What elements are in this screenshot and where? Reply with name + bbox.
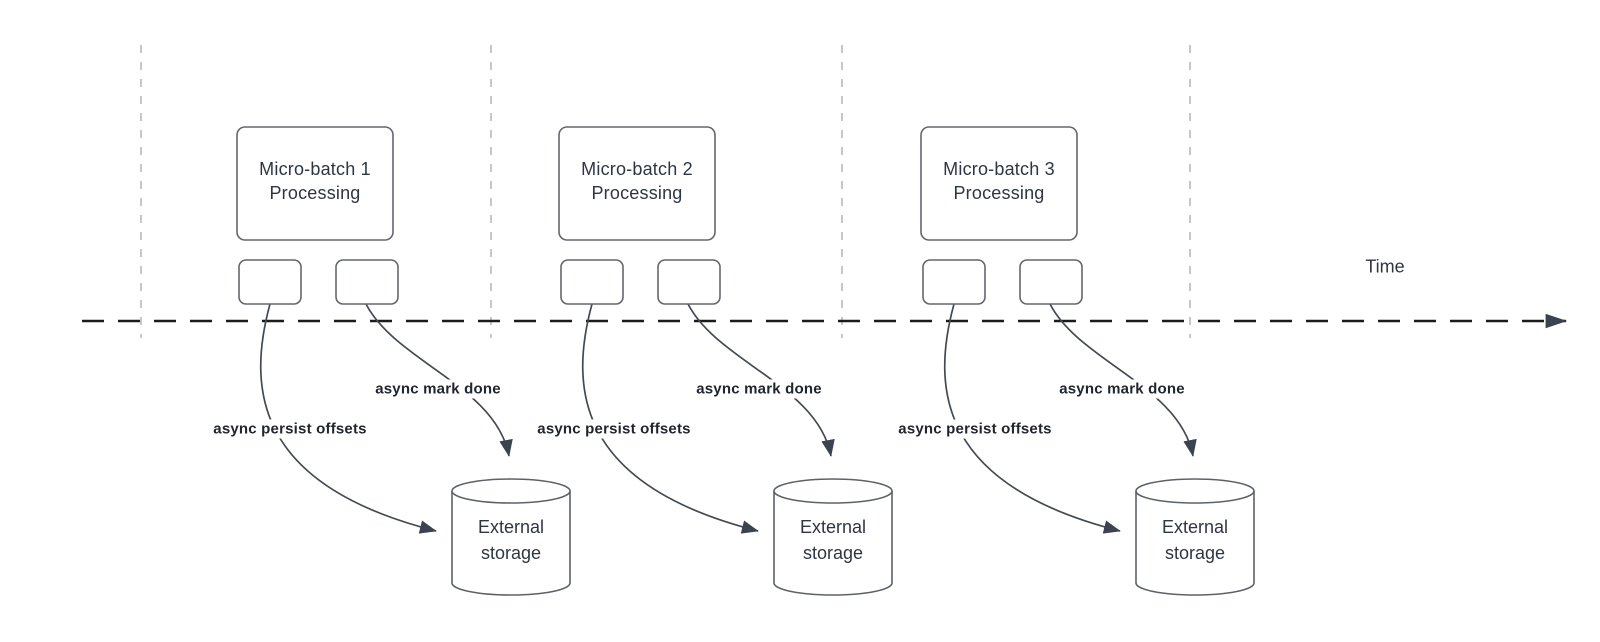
storage-cylinder-body <box>1135 491 1255 596</box>
persist-offsets-arrow <box>581 303 759 534</box>
persist-offsets-label-2: async persist offsets <box>534 419 694 439</box>
mark-done-label-2: async mark done <box>693 379 825 399</box>
micro-batch-2-title-line1: Micro-batch 2 <box>581 159 693 179</box>
mark-done-arrow <box>1049 303 1197 457</box>
mark-done-label-1: async mark done <box>372 379 504 399</box>
micro-batch-1-title-line1: Micro-batch 1 <box>259 159 371 179</box>
persist-offsets-task-box <box>238 259 302 305</box>
batch-1-group <box>236 126 571 596</box>
external-storage-label-2: External storage <box>800 514 866 566</box>
batch-3-group <box>920 126 1255 596</box>
mark-done-task-box <box>335 259 399 305</box>
persist-offsets-label-3: async persist offsets <box>895 419 1055 439</box>
storage-cylinder-body <box>451 491 571 596</box>
micro-batch-3-title-line2: Processing <box>953 183 1045 203</box>
micro-batch-box <box>920 126 1078 241</box>
external-storage-label-1: External storage <box>478 514 544 566</box>
batch-2-group <box>558 126 893 596</box>
persist-offsets-label-1: async persist offsets <box>210 419 370 439</box>
micro-batch-1-title-line2: Processing <box>269 183 361 203</box>
time-axis-label: Time <box>1365 256 1405 277</box>
mark-done-label-3: async mark done <box>1056 379 1188 399</box>
mark-done-task-box <box>1019 259 1083 305</box>
storage-cylinder-top <box>1135 478 1255 504</box>
micro-batch-box <box>236 126 394 241</box>
persist-offsets-task-box <box>922 259 986 305</box>
persist-offsets-arrow <box>943 303 1121 534</box>
external-storage-label-1-line1: External <box>477 517 545 537</box>
storage-cylinder-top <box>451 478 571 504</box>
mark-done-arrow <box>687 303 835 457</box>
micro-batch-box <box>558 126 716 241</box>
micro-batch-3-title-line1: Micro-batch 3 <box>943 159 1055 179</box>
external-storage-label-2-line2: storage <box>802 543 864 563</box>
persist-offsets-task-box <box>560 259 624 305</box>
external-storage-label-3-line2: storage <box>1164 543 1226 563</box>
external-storage-label-3: External storage <box>1162 514 1228 566</box>
micro-batch-2-title: Micro-batch 2 Processing <box>581 157 693 205</box>
micro-batch-3-title: Micro-batch 3 Processing <box>943 157 1055 205</box>
micro-batch-1-title: Micro-batch 1 Processing <box>259 157 371 205</box>
mark-done-arrow <box>365 303 513 457</box>
external-storage-label-1-line2: storage <box>480 543 542 563</box>
external-storage-label-3-line1: External <box>1161 517 1229 537</box>
storage-cylinder-body <box>773 491 893 596</box>
storage-cylinder-top <box>773 478 893 504</box>
micro-batch-2-title-line2: Processing <box>591 183 683 203</box>
mark-done-task-box <box>657 259 721 305</box>
external-storage-label-2-line1: External <box>799 517 867 537</box>
persist-offsets-arrow <box>259 303 437 534</box>
